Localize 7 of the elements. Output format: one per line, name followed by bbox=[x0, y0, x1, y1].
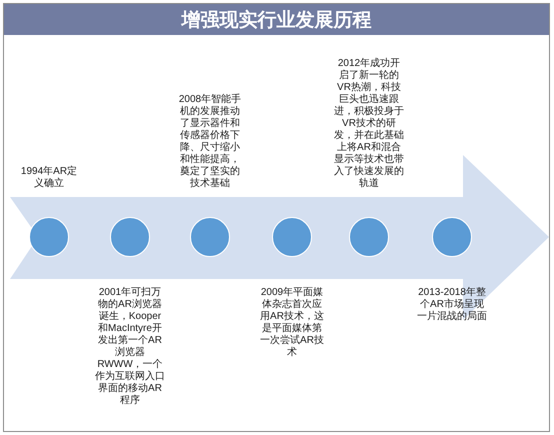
milestone-note: 2009年平面媒体杂志首次应用AR技术，这是平面媒体第一次尝试AR技术 bbox=[259, 287, 325, 359]
milestone-note: 2008年智能手机的发展推动了显示器件和传感器价格下降、尺寸缩小和性能提高，奠定了坚实的技术基础 bbox=[178, 94, 242, 190]
milestone-note: 1994年AR定义确立 bbox=[20, 166, 78, 190]
milestone-note: 2001年可扫万物的AR浏览器诞生，Kooper和MacIntyre开发出第一个AR浏览器RWWW，一个作为互联网入口界面的移动AR程序 bbox=[95, 287, 165, 407]
title: 增强现实行业发展历程 bbox=[182, 8, 372, 30]
milestone-note: 2012年成功开启了新一轮的VR热潮，科技巨头也迅速跟进，积极投身于VR技术的研发，并在此基础上将AR和混合显示等技术也带入了快速发展的轨道 bbox=[333, 58, 405, 190]
milestone-note: 2013-2018年整个AR市场呈现一片混战的局面 bbox=[417, 287, 487, 323]
